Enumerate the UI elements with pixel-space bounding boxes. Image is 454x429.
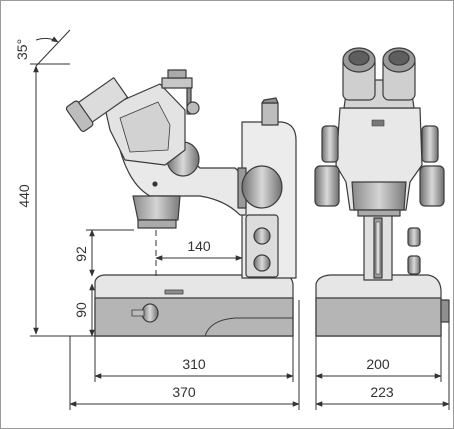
- front-side-knob-1: [407, 227, 421, 247]
- front-focus-knob-right: [419, 165, 445, 207]
- side-focus-knob: [241, 165, 283, 209]
- front-focus-knob-left: [314, 165, 340, 207]
- side-objective: [132, 195, 181, 221]
- side-view-microscope: [65, 69, 297, 337]
- front-view-microscope: [314, 47, 450, 337]
- dimension-labels: 35° 440 92 90 140 310 370 200 223: [14, 39, 394, 400]
- front-total-width-label: 223: [370, 384, 394, 400]
- front-objective: [351, 181, 407, 211]
- front-side-knob-2: [407, 255, 421, 275]
- side-control-knob-1: [253, 227, 271, 245]
- side-eyepiece: [65, 77, 129, 132]
- side-total-width-label: 370: [172, 384, 196, 400]
- angle-label: 35°: [14, 39, 30, 60]
- total-height-label: 440: [16, 184, 32, 208]
- front-base-width-label: 200: [366, 356, 390, 372]
- front-zoom-knob-left: [321, 125, 339, 163]
- dimension-lines: [30, 29, 450, 410]
- side-base-width-label: 310: [182, 356, 206, 372]
- side-base-bottom: [94, 297, 294, 337]
- working-reach-label: 140: [187, 238, 211, 254]
- front-zoom-knob-right: [421, 125, 439, 163]
- column-height-label: 92: [73, 246, 89, 262]
- base-height-label: 90: [73, 302, 89, 318]
- side-control-knob-2: [253, 254, 271, 272]
